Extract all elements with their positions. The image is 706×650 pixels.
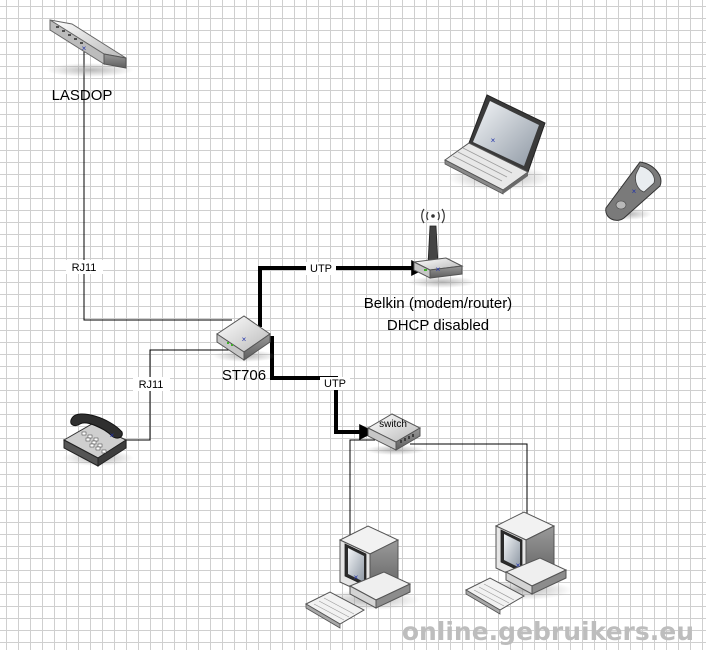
rj11-line-lower: [122, 349, 237, 441]
switch-to-pc-right-line: [410, 443, 528, 535]
svg-text:×: ×: [516, 561, 521, 570]
svg-text:×: ×: [82, 44, 87, 53]
lasdop-label: LASDOP: [52, 87, 113, 104]
svg-text:×: ×: [491, 136, 496, 145]
utp-label-upper-group: UTP: [306, 262, 336, 275]
connections: [83, 48, 528, 550]
svg-text:×: ×: [110, 431, 115, 440]
rj11-label-upper: RJ11: [72, 262, 97, 274]
rj11-label-lower: RJ11: [139, 379, 164, 391]
rj11-line-upper: [83, 48, 232, 321]
utp-label-lower: UTP: [324, 378, 346, 390]
st706-label: ST706: [222, 367, 266, 384]
belkin-label-line1: Belkin (modem/router): [364, 295, 512, 312]
utp-label-upper: UTP: [310, 263, 332, 275]
utp-line-upper: [258, 260, 428, 327]
rj11-label-upper-group: RJ11: [66, 260, 103, 274]
modem-icon: ×: [46, 19, 134, 77]
svg-text:×: ×: [242, 335, 247, 344]
switch-to-pc-left-line: [349, 439, 375, 550]
svg-text:×: ×: [632, 187, 637, 196]
utp-label-lower-group: UTP: [320, 377, 350, 390]
utp-line-lower: [266, 336, 376, 440]
desktop-computer-icon: ×: [304, 525, 420, 629]
laptop-icon: ×: [444, 94, 552, 195]
telephone-icon: ×: [62, 413, 134, 467]
belkin-label-line2: DHCP disabled: [387, 317, 489, 334]
watermark: online.gebruikers.eu: [402, 617, 694, 646]
cellphone-icon: ×: [604, 161, 662, 221]
switch-icon: [365, 413, 425, 455]
switch-label: switch: [379, 419, 407, 430]
wireless-router-icon: ×: [408, 208, 476, 288]
adsl-modem-icon: ×: [213, 315, 277, 362]
rj11-label-lower-group: RJ11: [133, 377, 170, 391]
svg-text:×: ×: [354, 573, 359, 582]
svg-text:×: ×: [436, 265, 441, 274]
desktop-computer-icon: ×: [464, 511, 572, 615]
